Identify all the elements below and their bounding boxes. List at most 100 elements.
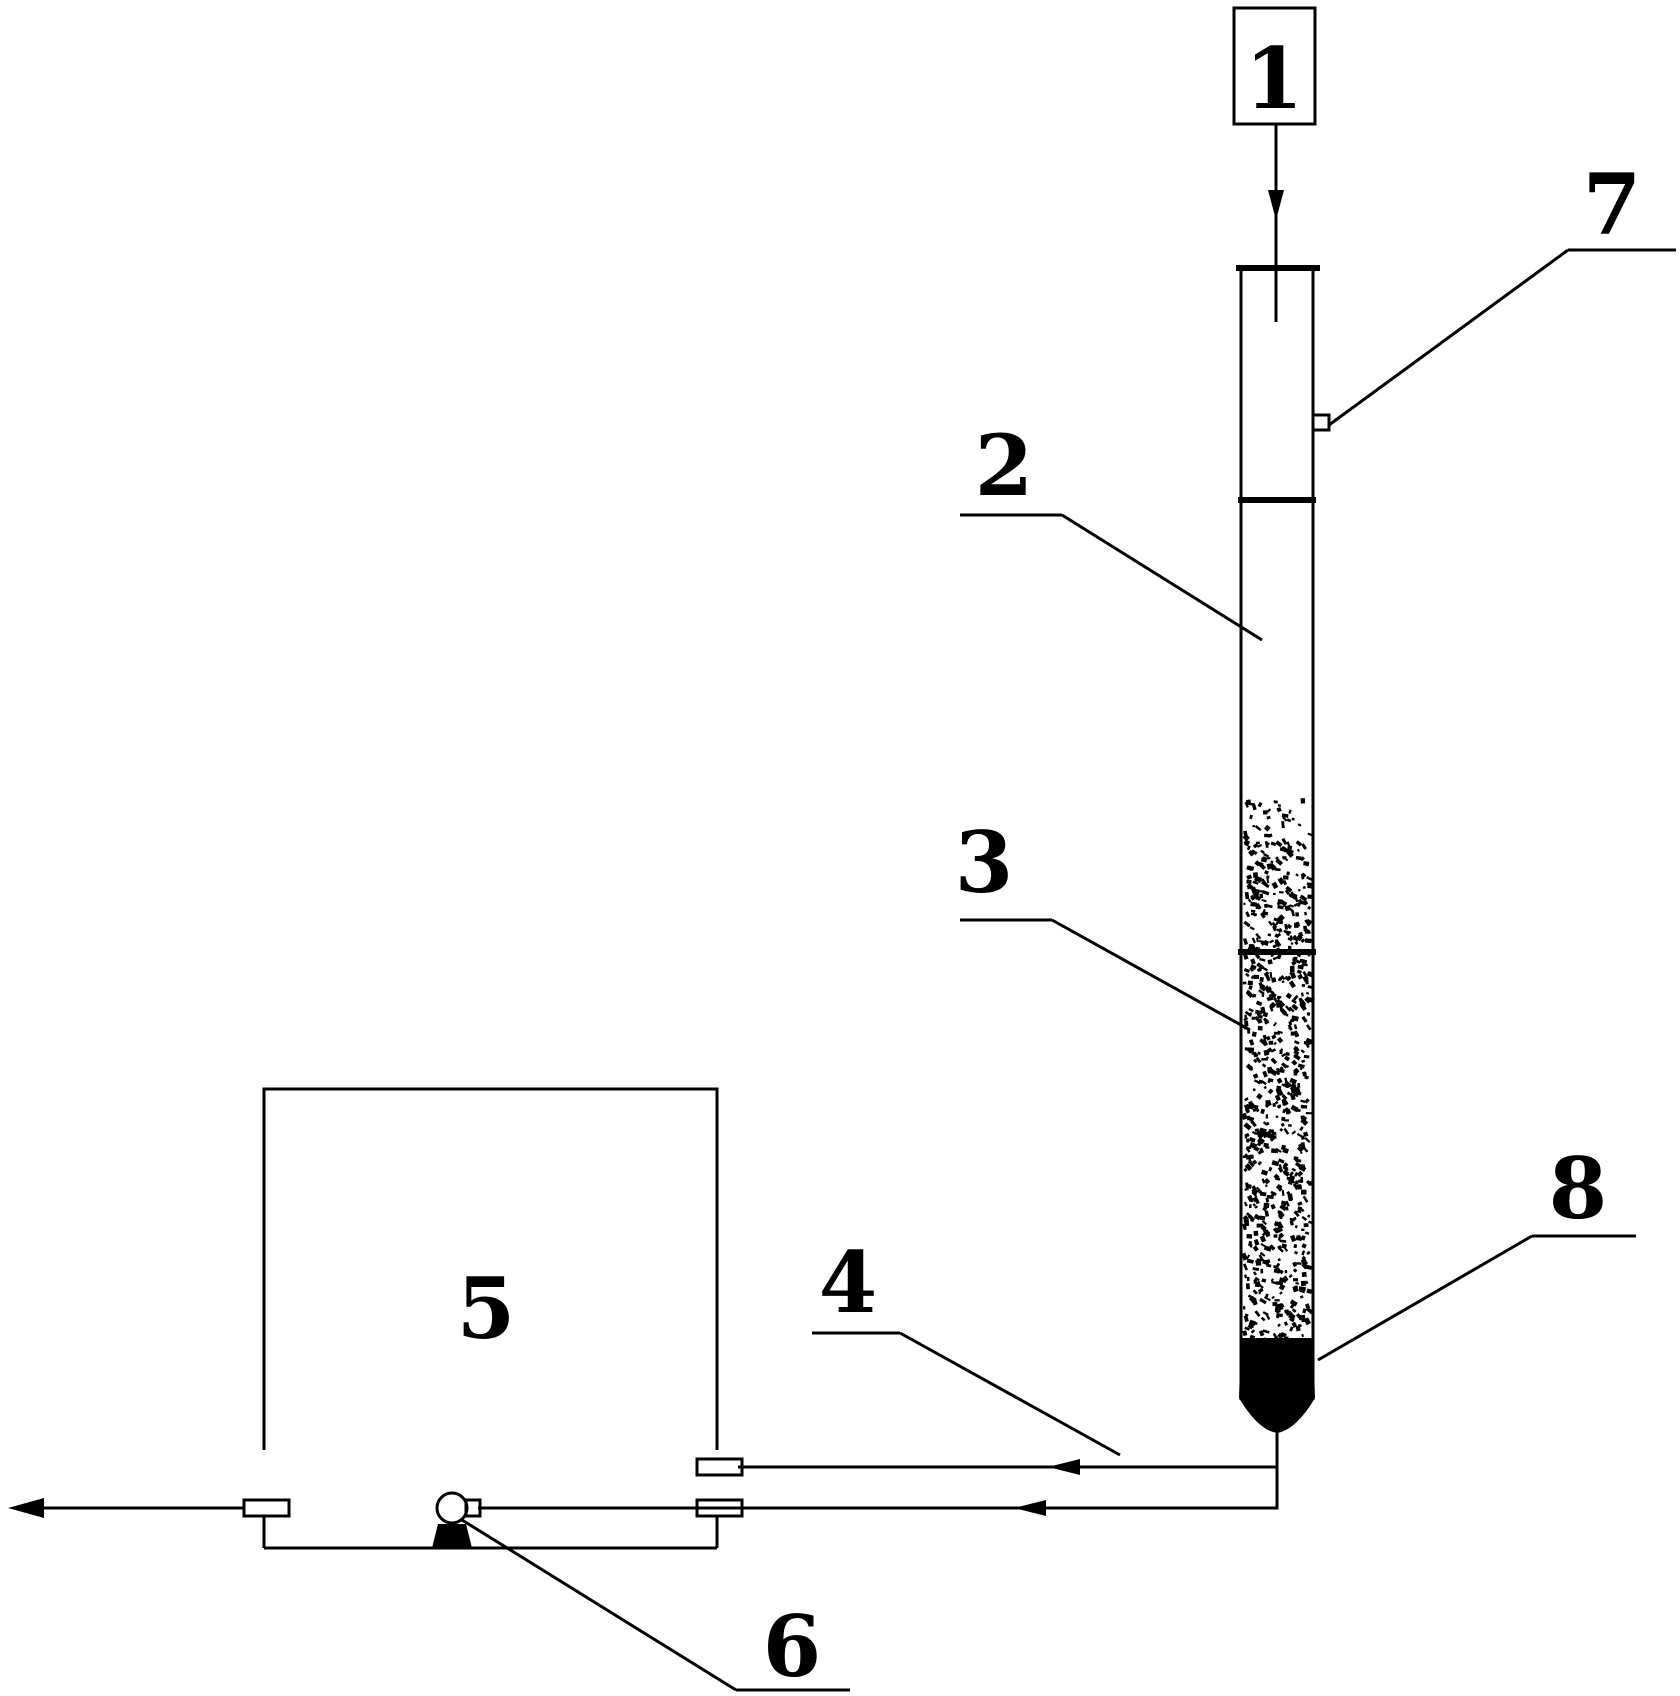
packing-particle bbox=[1272, 1003, 1276, 1008]
packing-particle bbox=[1275, 941, 1281, 947]
packing-particle bbox=[1284, 889, 1290, 895]
packing-particle bbox=[1244, 1097, 1249, 1102]
packing-particle bbox=[1289, 1299, 1298, 1307]
packing-particle bbox=[1245, 1182, 1249, 1189]
packing-particle bbox=[1283, 875, 1289, 880]
packing-particle bbox=[1245, 972, 1250, 978]
packing-particle bbox=[1274, 1221, 1279, 1227]
packing-particle bbox=[1265, 1121, 1270, 1126]
packing-particle bbox=[1261, 1080, 1267, 1086]
packing-particle bbox=[1244, 1274, 1248, 1279]
packing-particle bbox=[1301, 1059, 1306, 1064]
packing-particle bbox=[1291, 1130, 1297, 1135]
packing-particle bbox=[1264, 1104, 1269, 1109]
packing-particle bbox=[1268, 1129, 1275, 1134]
packing-particle bbox=[1286, 849, 1294, 858]
packing-particle bbox=[1251, 1185, 1257, 1192]
packing-particle bbox=[1251, 849, 1258, 856]
packing-particle bbox=[1302, 1308, 1307, 1314]
packing-particle bbox=[1252, 1073, 1259, 1079]
packing-particle bbox=[1279, 1066, 1284, 1072]
packing-particle bbox=[1242, 1263, 1249, 1271]
packing-particle bbox=[1245, 1063, 1254, 1071]
packing-particle bbox=[1281, 1052, 1287, 1058]
packing-particle bbox=[1258, 989, 1264, 995]
packing-particle bbox=[1285, 992, 1293, 1000]
packing-particle bbox=[1279, 1269, 1284, 1275]
packing-particle bbox=[1293, 1244, 1297, 1249]
packing-particle bbox=[1277, 995, 1282, 999]
packing-particle bbox=[1273, 1034, 1277, 1039]
packing-particle bbox=[1285, 1206, 1289, 1211]
packing-particle bbox=[1287, 845, 1293, 851]
packing-particle bbox=[1252, 1245, 1259, 1252]
packing-particle bbox=[1265, 1114, 1269, 1119]
label-2: 2 bbox=[975, 416, 1033, 515]
packing-particle bbox=[1296, 1086, 1301, 1094]
packing-particle bbox=[1251, 1104, 1259, 1109]
packing-particle bbox=[1304, 1280, 1309, 1285]
packing-particle bbox=[1292, 1285, 1299, 1293]
packing-particle bbox=[1279, 1277, 1287, 1284]
leader-8 bbox=[1317, 1234, 1533, 1362]
packing-particle bbox=[1259, 976, 1264, 983]
packing-particle bbox=[1283, 1127, 1290, 1135]
packing-particle bbox=[1288, 1317, 1295, 1323]
packing-particle bbox=[1277, 804, 1282, 807]
packing-particle bbox=[1271, 1280, 1277, 1285]
packing-particle bbox=[1299, 894, 1308, 902]
packing-particle bbox=[1254, 1205, 1259, 1209]
label-1: 1 bbox=[1245, 29, 1303, 128]
packing-particle bbox=[1264, 870, 1269, 875]
packing-particle bbox=[1262, 1011, 1269, 1018]
packing-particle bbox=[1249, 926, 1255, 931]
packing-particle bbox=[1281, 1094, 1288, 1101]
packing-particle bbox=[1280, 1122, 1285, 1127]
packing-particle bbox=[1275, 921, 1279, 926]
packing-particle bbox=[1260, 912, 1266, 919]
packing-particle bbox=[1274, 1227, 1281, 1234]
packing-particle bbox=[1261, 890, 1270, 896]
packing-particle bbox=[1288, 1313, 1296, 1320]
packing-particle bbox=[1287, 1024, 1293, 1031]
packing-particle bbox=[1288, 1171, 1295, 1177]
packing-particle bbox=[1288, 1020, 1293, 1026]
packing-particle bbox=[1289, 1326, 1294, 1332]
packing-particle bbox=[1253, 1239, 1260, 1246]
inlet-fitting-upper bbox=[695, 1457, 744, 1477]
packing-particle bbox=[1306, 971, 1314, 978]
packing-particle bbox=[1304, 919, 1311, 927]
packing-particle bbox=[1243, 839, 1250, 846]
packing-particle bbox=[1246, 990, 1254, 999]
packing-particle bbox=[1306, 1250, 1311, 1256]
packing-particle bbox=[1300, 992, 1304, 997]
packing-particle bbox=[1292, 1268, 1298, 1273]
packing-particle bbox=[1297, 1206, 1303, 1211]
packing-particle bbox=[1250, 1329, 1256, 1334]
packing-particle bbox=[1283, 1275, 1289, 1282]
packing-particle bbox=[1271, 1295, 1275, 1300]
packing-particle bbox=[1304, 928, 1309, 933]
packing-particle bbox=[1258, 1079, 1263, 1084]
packing-particle bbox=[1277, 877, 1285, 885]
packing-particle bbox=[1250, 958, 1256, 965]
packing-particle bbox=[1273, 1234, 1278, 1238]
packing-particle bbox=[1282, 879, 1288, 886]
packing-particle bbox=[1292, 1278, 1299, 1282]
packing-particle bbox=[1270, 1057, 1278, 1065]
packing-particle bbox=[1258, 981, 1263, 987]
packing-particle bbox=[1288, 1274, 1293, 1279]
packing-particle bbox=[1246, 865, 1253, 872]
packing-particle bbox=[1297, 1063, 1305, 1069]
packing-particle bbox=[1256, 841, 1260, 845]
packing-particle bbox=[1246, 1234, 1253, 1239]
packing-particle bbox=[1289, 1077, 1298, 1085]
packing-particle bbox=[1249, 1012, 1253, 1016]
packing-particle bbox=[1251, 1322, 1258, 1325]
packing-particle bbox=[1264, 1210, 1270, 1217]
packing-particle bbox=[1275, 1281, 1283, 1285]
packing-particle bbox=[1293, 1054, 1301, 1061]
packing-particle bbox=[1301, 1333, 1305, 1338]
packing-particle bbox=[1294, 1180, 1299, 1185]
packing-particle bbox=[1252, 1088, 1256, 1092]
